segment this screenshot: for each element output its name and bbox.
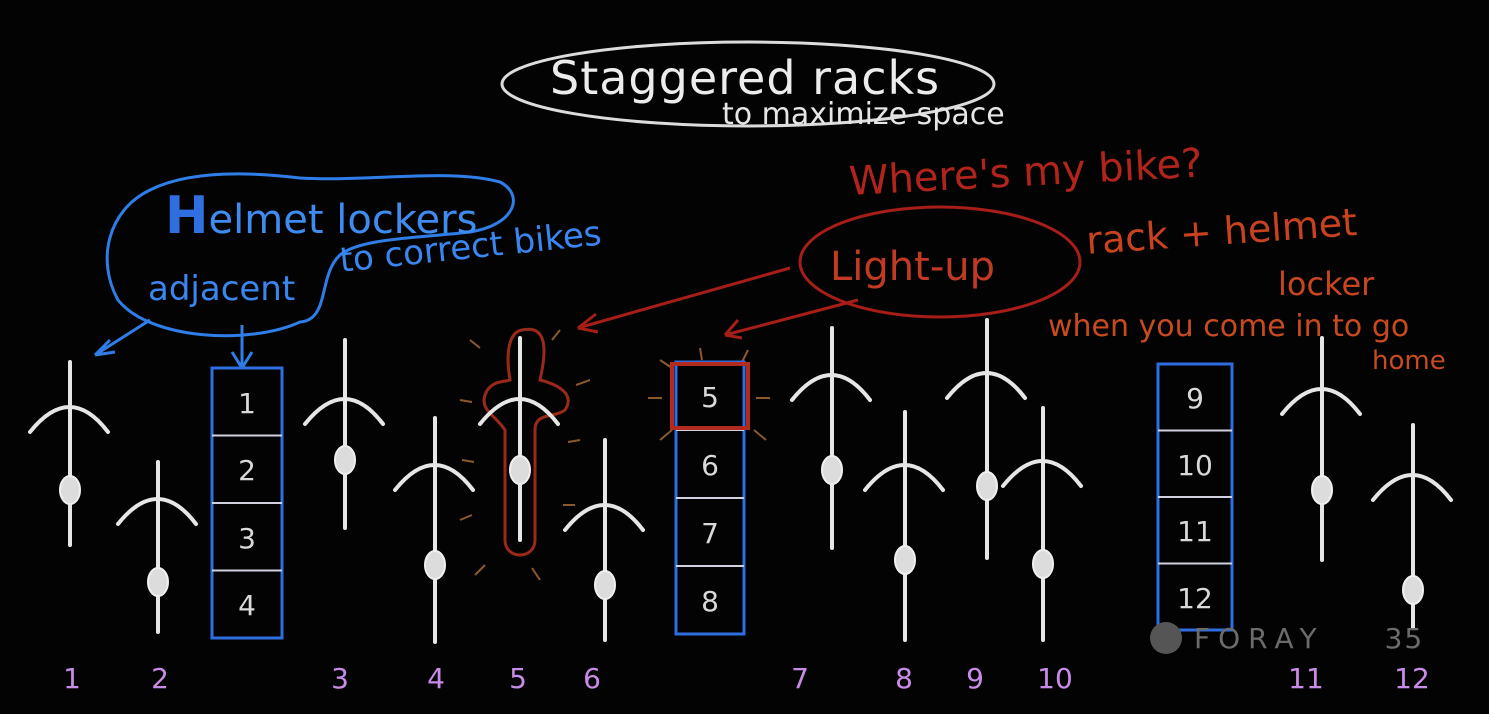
- title: Staggered racks: [550, 51, 941, 105]
- watermark: FORAY 35: [1150, 625, 1424, 653]
- blue-arrow-down: [230, 325, 254, 369]
- bike-2: [116, 460, 198, 634]
- bike-3: [303, 338, 385, 530]
- subtitle: to maximize space: [722, 97, 1005, 132]
- bike-5-glow: [459, 329, 591, 581]
- bike-number: 7: [791, 662, 809, 695]
- light-up-oval: [798, 205, 1082, 319]
- bike-saddle: [334, 445, 356, 475]
- red-arrow-to-locker: [723, 298, 859, 340]
- bike-number: 1: [63, 662, 81, 695]
- bike-number: 2: [151, 662, 169, 695]
- bike-number: 9: [966, 662, 984, 695]
- home-label: home: [1372, 346, 1446, 376]
- locker-5-highlight: [670, 362, 750, 430]
- bike-handlebar: [790, 373, 872, 402]
- bike-saddle: [59, 475, 81, 505]
- watermark-suffix: 35: [1384, 622, 1425, 655]
- bike-saddle: [424, 550, 446, 580]
- bike-11: [1280, 336, 1362, 562]
- bike-handlebar: [945, 371, 1027, 400]
- blue-arrow-left: [93, 318, 151, 357]
- adjacent-label: adjacent: [148, 269, 296, 309]
- locker-number: 1: [238, 386, 256, 420]
- bike-handlebar: [863, 463, 945, 492]
- helmet-lockers-label: Helmet lockers: [165, 190, 477, 242]
- helmet-initial: H: [165, 186, 209, 246]
- locker-label: locker: [1278, 265, 1375, 303]
- bike-saddle: [594, 570, 616, 600]
- bike-8: [863, 410, 945, 642]
- bike-saddle: [147, 567, 169, 597]
- when-you-come-label: when you come in to go: [1048, 309, 1410, 344]
- red-arrow-to-bike: [577, 266, 791, 334]
- locker-number: 7: [701, 517, 719, 550]
- locker-number: 12: [1177, 581, 1213, 615]
- watermark-text: FORAY: [1194, 622, 1325, 655]
- bike-handlebar: [1371, 473, 1453, 502]
- bike-9: [945, 318, 1027, 560]
- bike-saddle: [976, 471, 998, 501]
- locker-number: 5: [701, 381, 719, 414]
- bike-number: 6: [583, 662, 601, 695]
- locker-number: 2: [238, 454, 256, 488]
- bike-5-highlight: [482, 327, 570, 557]
- bike-5: [478, 336, 560, 542]
- bike-number: 3: [331, 662, 349, 695]
- bike-handlebar: [563, 503, 645, 532]
- bike-handlebar: [1280, 387, 1362, 416]
- bike-6: [563, 438, 645, 642]
- bike-number: 11: [1288, 662, 1324, 695]
- locker-number: 11: [1177, 515, 1213, 549]
- bike-handlebar: [1001, 459, 1083, 488]
- bike-handlebar: [116, 497, 198, 526]
- locker-number: 4: [238, 589, 256, 623]
- bike-handlebar: [303, 397, 385, 426]
- bike-handlebar: [393, 463, 475, 492]
- bike-number: 5: [509, 662, 527, 695]
- locker-number: 8: [701, 585, 719, 618]
- bike-number: 12: [1394, 662, 1430, 695]
- bike-saddle: [1032, 549, 1054, 579]
- title-oval: [500, 40, 996, 128]
- bike-number: 8: [895, 662, 913, 695]
- helmet-rest: elmet lockers: [208, 197, 478, 243]
- bike-4: [393, 416, 475, 644]
- watermark-logo-icon: [1150, 622, 1182, 654]
- bike-12: [1371, 423, 1453, 630]
- bike-number: 4: [427, 662, 445, 695]
- locker-number: 3: [238, 521, 256, 555]
- locker-number: 10: [1177, 448, 1213, 482]
- light-up-label: Light-up: [830, 244, 995, 290]
- bike-saddle: [821, 455, 843, 485]
- bike-7: [790, 326, 872, 550]
- bike-racks: [28, 318, 1453, 644]
- bike-saddle: [509, 455, 531, 485]
- bike-saddle: [1311, 475, 1333, 505]
- locker-number: 9: [1186, 382, 1204, 416]
- bike-1: [28, 360, 110, 547]
- locker-5-glow: [648, 347, 770, 441]
- locker-stack-1: [210, 366, 284, 640]
- locker-stack-3: [1156, 362, 1234, 632]
- locker-number: 6: [701, 449, 719, 482]
- bike-saddle: [1402, 575, 1424, 605]
- bike-10: [1001, 406, 1083, 642]
- bike-handlebar: [28, 405, 110, 434]
- helmet-note-bubble: [105, 172, 515, 338]
- bike-saddle: [894, 545, 916, 575]
- bike-number: 10: [1037, 662, 1073, 695]
- bike-handlebar: [478, 397, 560, 426]
